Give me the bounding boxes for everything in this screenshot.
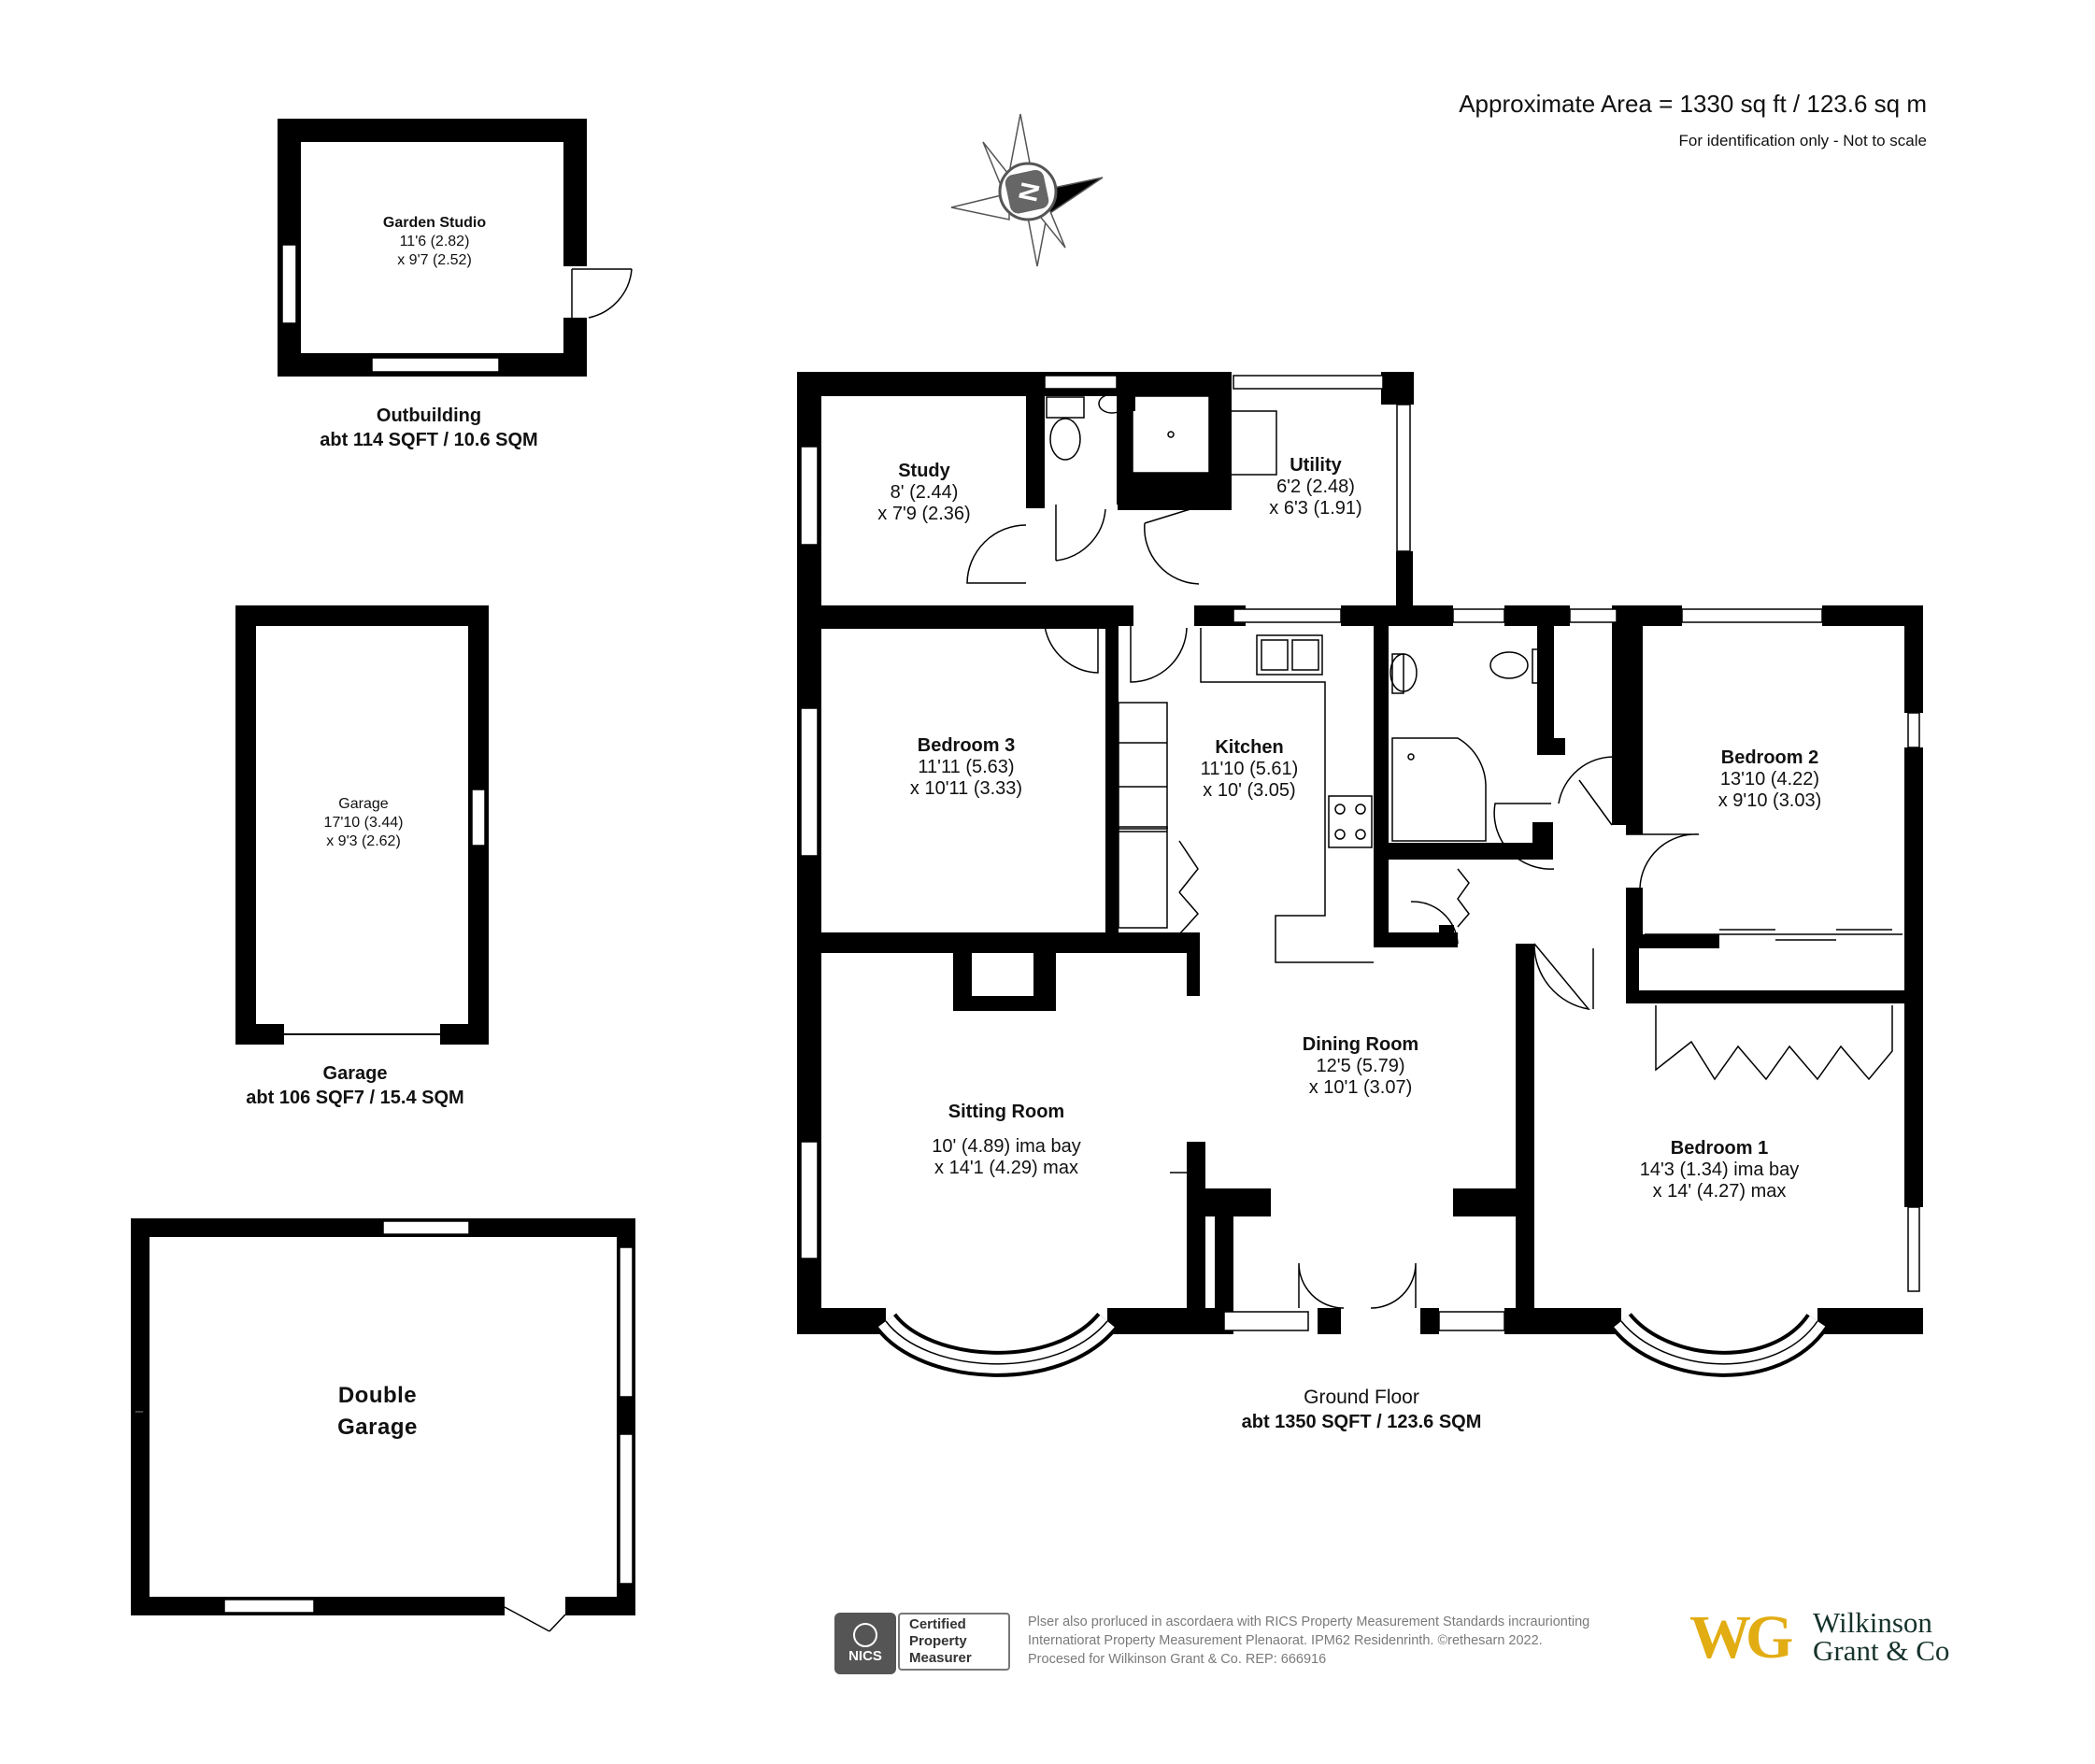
room-dim-2: x 9'7 (2.52) (397, 252, 472, 268)
compass-rose-icon: N (950, 113, 1104, 267)
room-label-dining-room: Dining Room 12'5 (5.79) x 10'1 (3.07) (1303, 1033, 1418, 1099)
room-dim-2: x 9'3 (2.62) (326, 833, 401, 849)
room-dim-1: 8' (2.44) (890, 482, 959, 503)
room-name: Garden Studio (382, 215, 487, 231)
room-dim-1: 6'2 (2.48) (1276, 477, 1355, 497)
kitchen-fittings (1118, 628, 1374, 963)
ground-floor-caption: Ground Floor abt 1350 SQFT / 123.6 SQM (1242, 1386, 1482, 1434)
nics-short: NICS (848, 1648, 882, 1664)
room-name: Kitchen (1215, 737, 1284, 758)
brand-name: Wilkinson Grant & Co (1813, 1606, 1950, 1667)
caption-area: abt 114 SQFT / 10.6 SQM (320, 430, 538, 450)
room-dim-2: x 10'11 (3.33) (909, 778, 1023, 799)
room-label-bedroom-1: Bedroom 1 14'3 (1.34) ima bay x 14' (4.2… (1640, 1137, 1800, 1202)
bay-windows (875, 1312, 1829, 1377)
outbuilding-caption: Outbuilding abt 114 SQFT / 10.6 SQM (320, 404, 537, 452)
room-label-study: Study 8' (2.44) x 7'9 (2.36) (877, 460, 970, 525)
room-label-kitchen: Kitchen 11'10 (5.61) x 10' (3.05) (1201, 736, 1299, 802)
room-name: Bedroom 3 (917, 735, 1016, 756)
garage-window (471, 789, 486, 846)
garage-caption: Garage abt 106 SQF7 / 15.4 SQM (246, 1061, 463, 1110)
badge-line-2: Property (909, 1633, 967, 1649)
room-name: Dining Room (1302, 1034, 1419, 1055)
not-to-scale-note: For identification only - Not to scale (1678, 132, 1927, 149)
brand-line-1: Wilkinson (1813, 1606, 1932, 1639)
room-dim-2: x 14' (4.27) max (1652, 1181, 1787, 1202)
garden-studio-door (571, 268, 633, 319)
brand-line-2: Grant & Co (1813, 1634, 1950, 1667)
double-garage-pier (617, 1399, 635, 1432)
room-label-bedroom-3: Bedroom 3 11'11 (5.63) x 10'11 (3.33) (910, 734, 1022, 800)
nics-certified-badge: NICS Certified Property Measurer (834, 1613, 1014, 1674)
room-dim-2: x 6'3 (1.91) (1269, 498, 1362, 519)
house-doors (966, 504, 1700, 1309)
house-walls (797, 372, 1923, 1334)
room-dim-2: x 9'10 (3.03) (1717, 790, 1822, 811)
certified-property-measurer: Certified Property Measurer (898, 1613, 1010, 1671)
room-dim-1: 12'5 (5.79) (1316, 1056, 1405, 1076)
approximate-area-title: Approximate Area = 1330 sq ft / 123.6 sq… (1459, 90, 1927, 118)
caption-area: abt 1350 SQFT / 123.6 SQM (1241, 1412, 1482, 1432)
footer-line-1: Plser also prorluced in ascordaera with … (1028, 1615, 1590, 1629)
house-windows (800, 375, 1920, 1331)
footer-line-2: Internatiorat Property Measurement Plena… (1028, 1633, 1543, 1648)
double-garage-line-2: Garage (337, 1415, 418, 1440)
room-dim-2: x 14'1 (4.29) max (934, 1158, 1078, 1178)
room-dim-2: x 10'1 (3.07) (1308, 1077, 1413, 1098)
room-label-garden-studio: Garden Studio 11'6 (2.82) x 9'7 (2.52) (383, 213, 486, 270)
brand-mark: WG (1689, 1603, 1793, 1672)
room-name: Study (898, 461, 950, 481)
room-dim-1: 14'3 (1.34) ima bay (1639, 1159, 1800, 1180)
room-dim-1: 11'11 (5.63) (918, 757, 1015, 777)
room-dim-1: 11'10 (5.61) (1200, 759, 1299, 779)
caption-title: Ground Floor (1304, 1387, 1419, 1408)
badge-line-3: Measurer (909, 1650, 972, 1666)
room-dim-2: x 10' (3.05) (1203, 780, 1296, 801)
room-name: Bedroom 1 (1670, 1138, 1769, 1159)
room-label-double-garage: Double Garage (337, 1380, 418, 1444)
nics-logo-icon: NICS (834, 1613, 896, 1674)
room-dim-1: 10' (4.89) ima bay (932, 1136, 1081, 1157)
room-name: Utility (1290, 455, 1342, 476)
double-garage-line-1: Double (337, 1383, 418, 1408)
room-name: Garage (338, 796, 389, 812)
room-label-bedroom-2: Bedroom 2 13'10 (4.22) x 9'10 (3.03) (1718, 747, 1822, 812)
room-label-sitting-room: Sitting Room 10' (4.89) ima bay x 14'1 (… (932, 1101, 1080, 1179)
double-garage-windows (134, 1220, 634, 1614)
rics-statement: Plser also prorluced in ascordaera with … (1028, 1613, 1589, 1669)
room-name: Sitting Room (948, 1102, 1065, 1122)
room-dim-1: 17'10 (3.44) (323, 815, 404, 831)
caption-area: abt 106 SQF7 / 15.4 SQM (246, 1088, 464, 1108)
wilkinson-grant-logo: WG Wilkinson Grant & Co (1689, 1603, 1970, 1678)
bathroom-fixtures (1046, 393, 1550, 842)
badge-line-1: Certified (909, 1616, 966, 1632)
double-garage-side-door (504, 1606, 566, 1632)
room-dim-2: x 7'9 (2.36) (877, 504, 971, 524)
wardrobe-fittings (1170, 929, 1903, 1174)
garden-studio-windows (281, 244, 500, 373)
caption-title: Outbuilding (376, 405, 482, 426)
room-name: Bedroom 2 (1720, 747, 1819, 768)
room-dim-1: 13'10 (4.22) (1719, 769, 1820, 790)
footer-line-3: Procesed for Wilkinson Grant & Co. REP: … (1028, 1652, 1327, 1667)
room-dim-1: 11'6 (2.82) (399, 234, 470, 249)
room-label-utility: Utility 6'2 (2.48) x 6'3 (1.91) (1269, 454, 1361, 519)
caption-title: Garage (322, 1063, 388, 1084)
room-label-garage: Garage 17'10 (3.44) x 9'3 (2.62) (324, 794, 404, 851)
